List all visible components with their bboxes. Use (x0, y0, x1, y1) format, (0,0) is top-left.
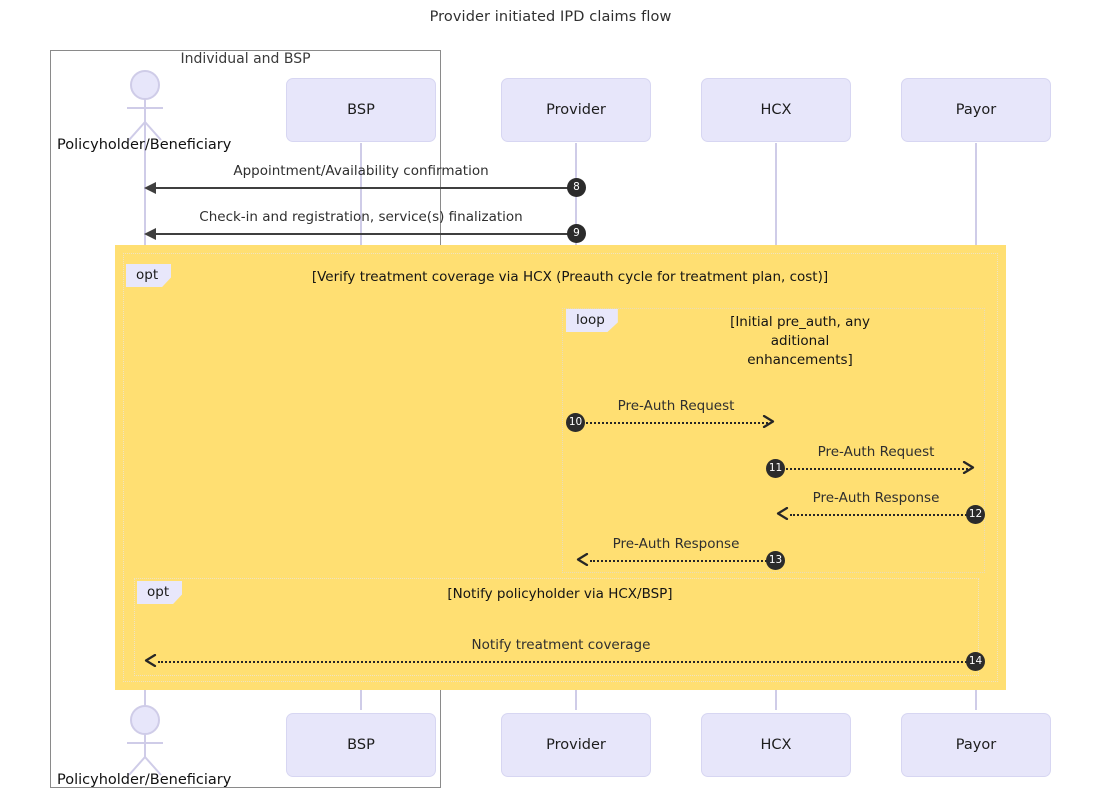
message-line-9 (148, 233, 576, 235)
fragment-opt-verify-condition: [Verify treatment coverage via HCX (Prea… (311, 269, 829, 285)
participant-bsp-top[interactable]: BSP (286, 78, 436, 142)
fragment-opt-notify-tab: opt (137, 581, 183, 604)
fragment-loop-preauth-border (562, 308, 985, 573)
fragment-opt-notify-condition: [Notify policyholder via HCX/BSP] (447, 586, 673, 602)
message-label-14: Notify treatment coverage (471, 637, 651, 653)
page-title: Provider initiated IPD claims flow (429, 9, 672, 25)
sequence-badge-10: 10 (566, 413, 585, 432)
fragment-opt-verify-body (115, 245, 1006, 690)
message-arrowhead-10 (762, 415, 775, 428)
participant-provider-bottom[interactable]: Provider (501, 713, 651, 777)
message-label-13: Pre-Auth Response (612, 536, 740, 552)
sequence-badge-8: 8 (567, 178, 586, 197)
actor-label-policyholder-top: Policyholder/Beneficiary (57, 137, 232, 153)
message-label-11: Pre-Auth Request (817, 444, 935, 460)
participant-provider-top[interactable]: Provider (501, 78, 651, 142)
actor-policyholder-bottom (118, 705, 172, 776)
fragment-opt-verify-tab: opt (126, 264, 172, 287)
message-line-14 (158, 661, 970, 663)
fragment-opt-verify-border (123, 253, 998, 682)
message-line-10 (582, 422, 768, 424)
participant-hcx-bottom[interactable]: HCX (701, 713, 851, 777)
sequence-badge-9: 9 (567, 224, 586, 243)
participant-payor-bottom[interactable]: Payor (901, 713, 1051, 777)
message-label-12: Pre-Auth Response (812, 490, 940, 506)
participant-hcx-top[interactable]: HCX (701, 78, 851, 142)
message-line-11 (782, 468, 968, 470)
message-arrowhead-12 (776, 507, 789, 520)
message-line-8 (148, 187, 576, 189)
message-line-12 (790, 514, 970, 516)
fragment-loop-preauth-condition: [Initial pre_auth, any aditional enhance… (730, 314, 870, 368)
fragment-opt-notify-border (134, 578, 979, 676)
sequence-badge-13: 13 (766, 551, 785, 570)
actor-figure-icon (127, 70, 163, 141)
message-label-9: Check-in and registration, service(s) fi… (199, 209, 523, 225)
message-line-13 (590, 560, 770, 562)
message-arrowhead-11 (962, 461, 975, 474)
sequence-badge-11: 11 (766, 459, 785, 478)
sequence-badge-12: 12 (966, 505, 985, 524)
group-box-title: Individual and BSP (180, 51, 311, 67)
actor-label-policyholder-bottom: Policyholder/Beneficiary (57, 772, 232, 788)
message-arrowhead-13 (576, 553, 589, 566)
message-arrowhead-8 (144, 182, 156, 194)
message-arrowhead-14 (144, 654, 157, 667)
actor-figure-icon (127, 705, 163, 776)
message-arrowhead-9 (144, 228, 156, 240)
sequence-badge-14: 14 (966, 652, 985, 671)
participant-bsp-bottom[interactable]: BSP (286, 713, 436, 777)
participant-payor-top[interactable]: Payor (901, 78, 1051, 142)
message-label-10: Pre-Auth Request (617, 398, 735, 414)
fragment-loop-preauth-tab: loop (566, 309, 618, 332)
actor-policyholder-top (118, 70, 172, 141)
message-label-8: Appointment/Availability confirmation (233, 163, 489, 179)
